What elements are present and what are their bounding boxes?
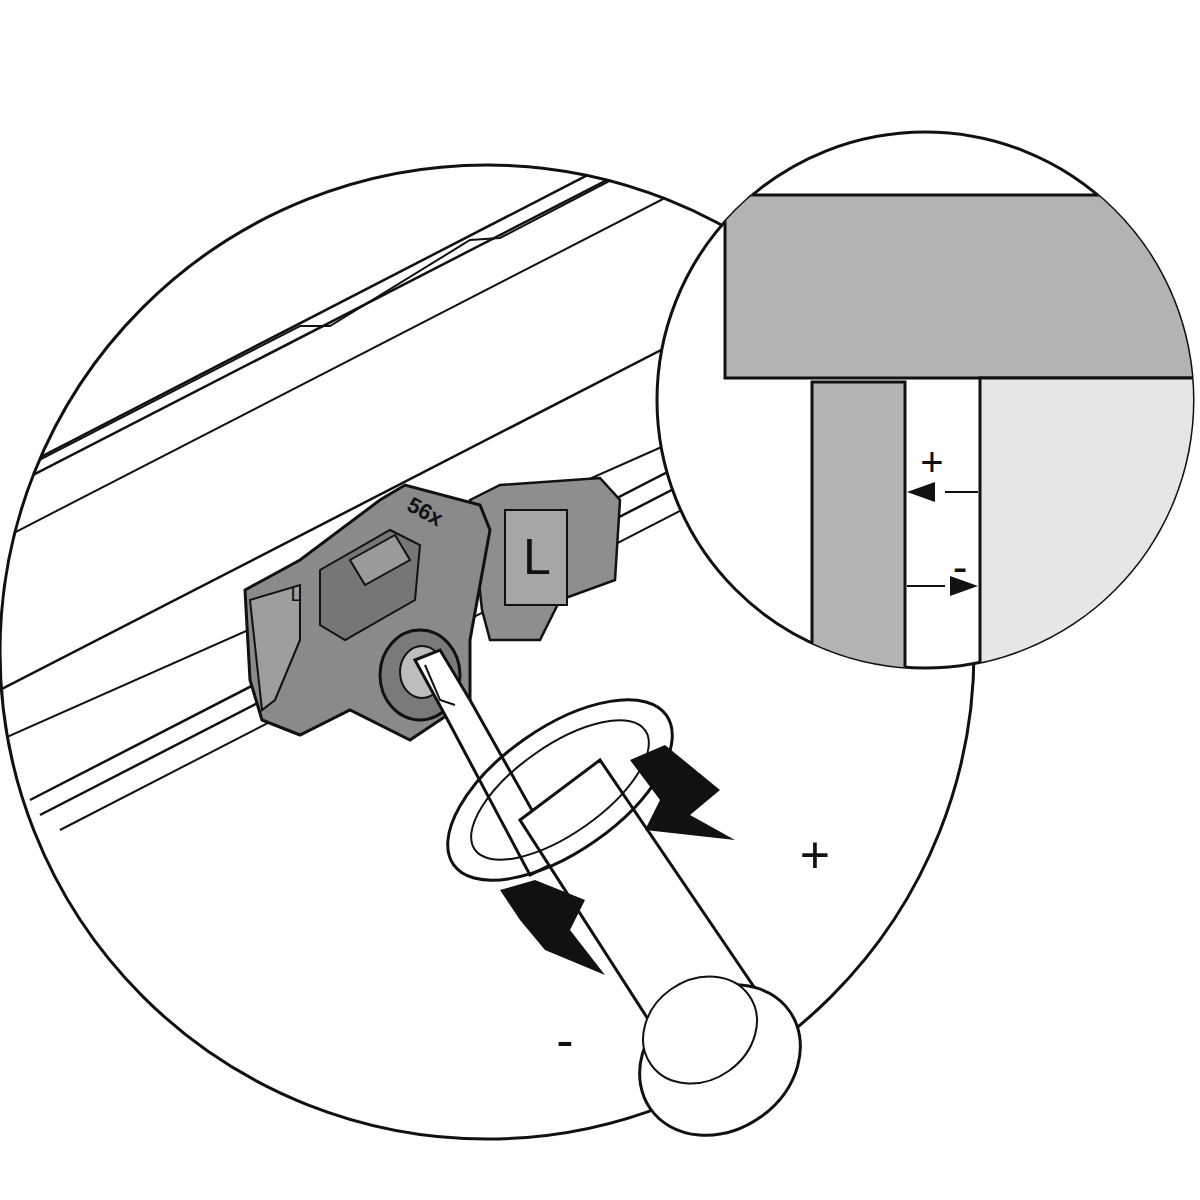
turn-direction: -: [556, 1014, 573, 1066]
clip-button: [350, 535, 410, 585]
turn-direction: +: [800, 829, 830, 881]
adjust-sign: -: [953, 545, 968, 589]
adjust-sign: +: [920, 442, 943, 482]
side-letter: L: [290, 584, 301, 604]
side-letter: L: [523, 532, 551, 582]
screwdriver: [415, 650, 830, 1166]
lever-face: [505, 510, 567, 605]
clip-top: [320, 530, 420, 640]
detail-section: [725, 195, 1200, 702]
rotation-arrows: [500, 745, 735, 975]
drawer-rails: [0, 148, 740, 830]
lever: [470, 478, 620, 640]
